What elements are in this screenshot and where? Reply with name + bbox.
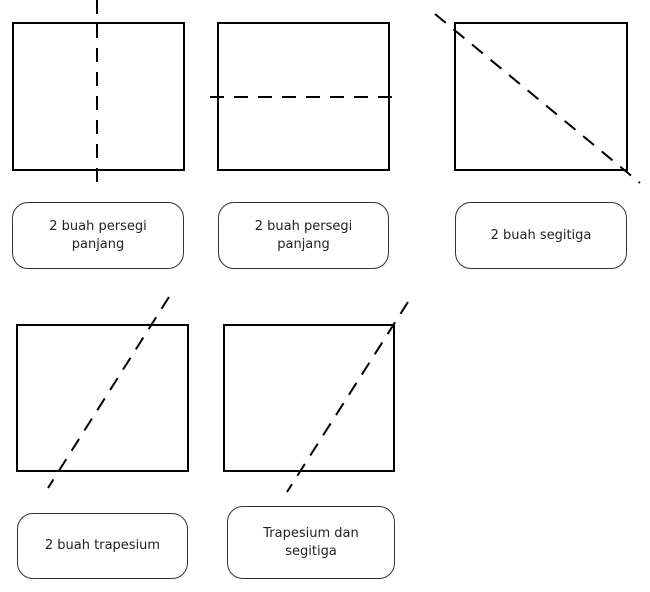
cut-line-diagonal <box>434 13 641 184</box>
label-4: 2 buah trapesium <box>17 513 188 579</box>
label-2: 2 buah persegi panjang <box>218 202 389 269</box>
label-1: 2 buah persegi panjang <box>12 202 184 269</box>
cut-line-slanted-1 <box>47 296 170 489</box>
square-5 <box>223 324 395 472</box>
label-3: 2 buah segitiga <box>455 202 627 269</box>
label-5: Trapesium dan segitiga <box>227 506 395 579</box>
square-1 <box>12 22 185 171</box>
square-4 <box>16 324 189 472</box>
square-3 <box>454 22 628 171</box>
cut-line-slanted-2 <box>286 301 409 493</box>
